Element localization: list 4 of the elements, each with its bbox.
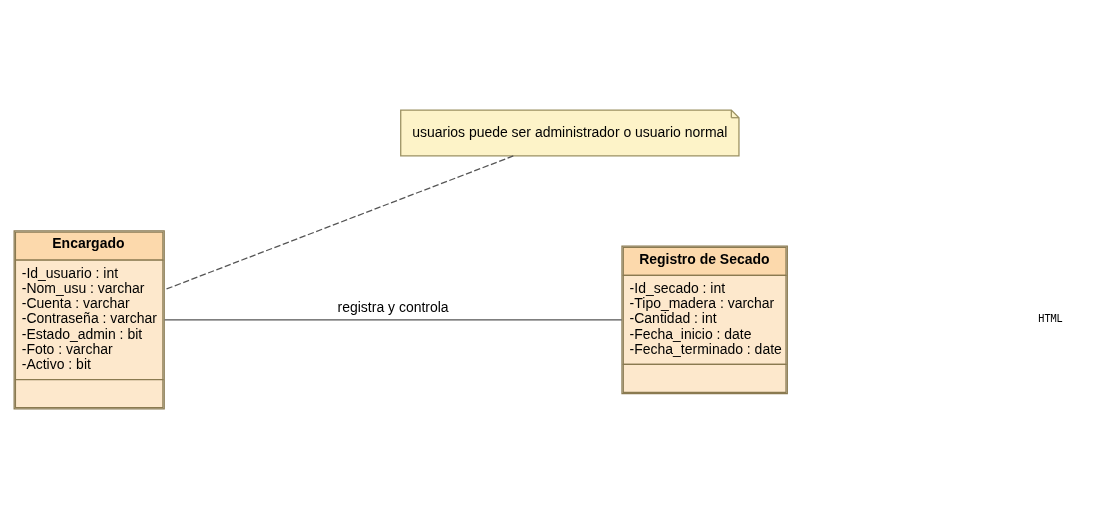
label: HTML bbox=[1038, 313, 1063, 325]
connector bbox=[164, 319, 623, 321]
edge-label: registra y controla bbox=[337, 299, 449, 316]
connector bbox=[163, 155, 514, 291]
